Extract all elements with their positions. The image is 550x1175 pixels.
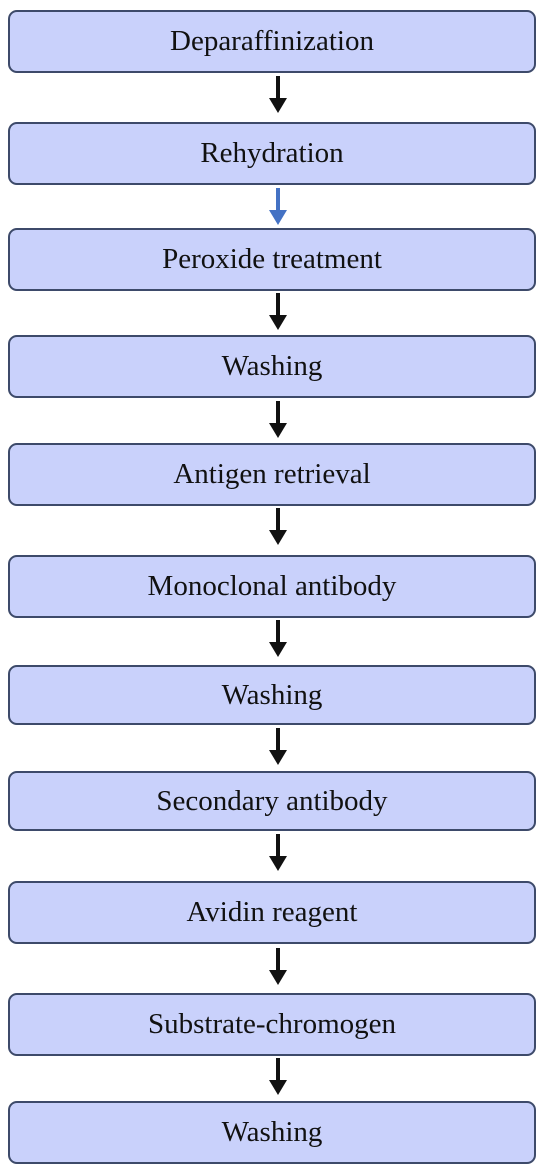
step-label: Washing (221, 678, 323, 711)
step-label: Secondary antibody (156, 784, 388, 817)
step-label: Washing (221, 1116, 323, 1148)
step-label: Avidin reagent (186, 896, 358, 928)
step-label: Washing (221, 350, 323, 382)
step-box-substrate-chromogen: Substrate-chromogen (8, 993, 536, 1056)
down-arrow-icon (269, 620, 287, 657)
step-box-antigen-retrieval: Antigen retrieval (8, 443, 536, 506)
step-box-washing: Washing (8, 665, 536, 725)
step-box-rehydration: Rehydration (8, 122, 536, 185)
step-box-secondary-antibody: Secondary antibody (8, 771, 536, 831)
step-label: Substrate-chromogen (147, 1008, 397, 1040)
step-box-washing: Washing (8, 1101, 536, 1164)
down-arrow-icon (269, 948, 287, 985)
step-box-washing: Washing (8, 335, 536, 398)
down-arrow-icon (269, 76, 287, 113)
down-arrow-icon (269, 834, 287, 871)
down-arrow-icon (269, 188, 287, 225)
step-label: Deparaffinization (170, 25, 374, 57)
step-box-monoclonal-antibody: Monoclonal antibody (8, 555, 536, 618)
step-label: Monoclonal antibody (147, 570, 397, 602)
step-box-peroxide-treatment: Peroxide treatment (8, 228, 536, 291)
down-arrow-icon (269, 1058, 287, 1095)
down-arrow-icon (269, 401, 287, 438)
step-box-avidin-reagent: Avidin reagent (8, 881, 536, 944)
down-arrow-icon (269, 728, 287, 765)
down-arrow-icon (269, 293, 287, 330)
down-arrow-icon (269, 508, 287, 545)
step-label: Antigen retrieval (173, 458, 371, 490)
step-box-deparaffinization: Deparaffinization (8, 10, 536, 73)
step-label: Rehydration (200, 137, 344, 169)
step-label: Peroxide treatment (162, 243, 382, 275)
